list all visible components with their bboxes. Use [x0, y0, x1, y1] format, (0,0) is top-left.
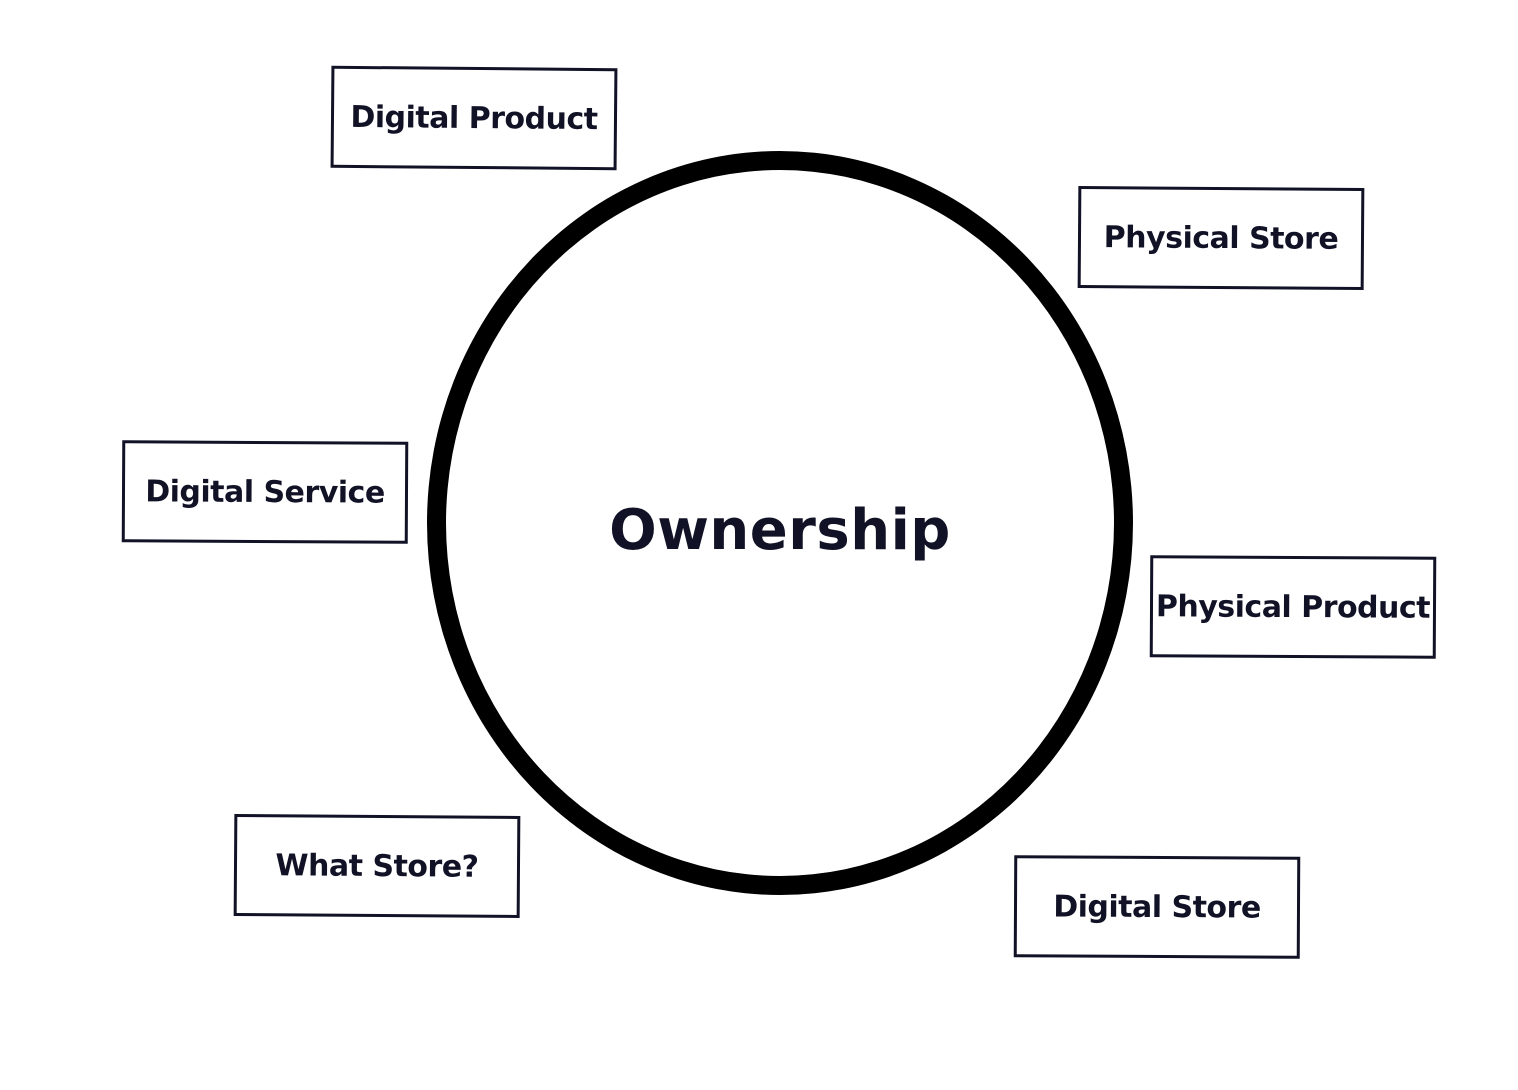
box-label: Digital Store: [1053, 888, 1261, 926]
box-label: Physical Product: [1155, 588, 1431, 626]
box-physical-store: Physical Store: [1077, 186, 1365, 290]
box-physical-product: Physical Product: [1149, 555, 1437, 659]
center-label: Ownership: [609, 497, 951, 563]
box-label: Digital Service: [145, 473, 385, 511]
box-label: Physical Store: [1103, 219, 1339, 257]
box-digital-service: Digital Service: [121, 440, 409, 544]
box-label: What Store?: [275, 847, 479, 885]
box-label: Digital Product: [350, 99, 598, 137]
box-what-store: What Store?: [233, 814, 521, 918]
box-digital-store: Digital Store: [1013, 855, 1301, 959]
box-digital-product: Digital Product: [330, 65, 618, 171]
